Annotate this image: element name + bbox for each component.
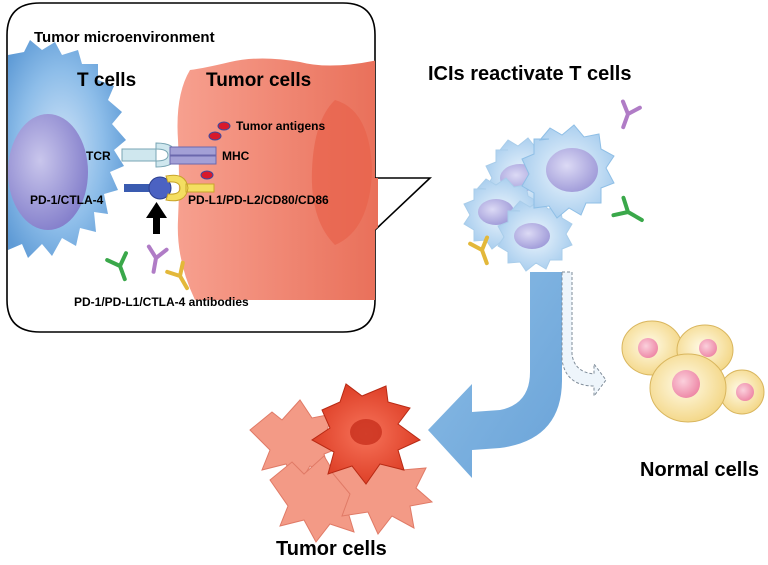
t-cell-nucleus xyxy=(8,114,88,230)
mhc-molecule xyxy=(169,146,217,165)
antigen-dot xyxy=(217,121,231,131)
normal-cell xyxy=(649,353,727,423)
antibody-green xyxy=(611,195,644,222)
antibody-yellow xyxy=(468,235,490,266)
antibodies-label: PD-1/PD-L1/CTLA-4 antibodies xyxy=(74,295,249,309)
inset-tumor-cells-label: Tumor cells xyxy=(206,70,311,91)
activated-t-cells xyxy=(463,124,615,272)
ligands-label: PD-L1/PD-L2/CD80/CD86 xyxy=(188,193,329,207)
pd1-ctla4-label: PD-1/CTLA-4 xyxy=(30,193,104,207)
antibody-yellow xyxy=(165,260,189,291)
spare-arrow xyxy=(561,271,607,398)
inset-title: Tumor microenvironment xyxy=(34,29,215,46)
t-cells-label: T cells xyxy=(77,70,136,91)
antibody-purple xyxy=(620,99,642,130)
mhc-label: MHC xyxy=(222,149,250,163)
normal-cell xyxy=(719,369,765,415)
tumor-nucleus xyxy=(350,419,382,445)
inset-callout: Tumor microenvironment T cells Tumor cel… xyxy=(6,2,433,333)
tumor-antigens-label: Tumor antigens xyxy=(236,119,325,133)
attack-arrow xyxy=(428,272,562,478)
antibody-green xyxy=(105,251,128,282)
pd-l1-ligand xyxy=(165,174,215,202)
antigen-dot xyxy=(208,131,222,141)
antibody-purple xyxy=(146,244,169,274)
activated-t-cell-large xyxy=(521,124,615,219)
tumor-cells-label: Tumor cells xyxy=(276,538,387,560)
blocking-arrow xyxy=(146,202,167,234)
reactivate-label: ICIs reactivate T cells xyxy=(428,63,631,85)
antigen-dot xyxy=(200,170,214,180)
tumor-cells-cluster xyxy=(249,383,434,543)
pd1-ctla4-receptor xyxy=(124,176,172,200)
activated-t-cell xyxy=(497,199,573,272)
normal-cells xyxy=(621,320,765,423)
normal-cells-label: Normal cells xyxy=(640,459,759,481)
tumor-cell-nucleus xyxy=(311,100,372,245)
tcr-label: TCR xyxy=(86,149,111,163)
